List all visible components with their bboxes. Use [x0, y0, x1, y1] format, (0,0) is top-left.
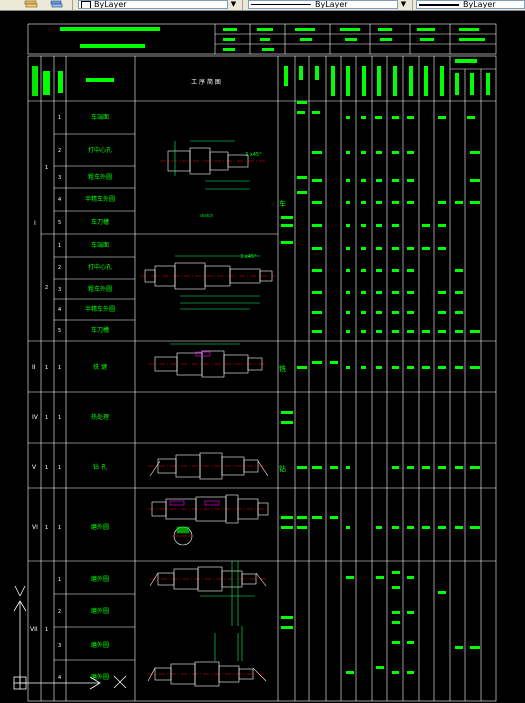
step-12-label: 热处理	[91, 413, 109, 421]
lineweight-sample-icon	[419, 3, 459, 6]
properties-toolbar: ByLayer ▼ ByLayer ▼ ByLayer	[0, 0, 525, 11]
color-swatch-icon	[81, 1, 91, 8]
group-roman-1: I	[34, 220, 36, 227]
ucs-icon	[13, 585, 127, 690]
machine-column: 车 铣 钻	[279, 101, 307, 629]
group-labels: I II IV V VI VII 1 2 1 1 1 1 1 1 2 3 4 5…	[30, 115, 61, 681]
layer-manager-icon[interactable]	[24, 0, 38, 9]
svg-text:3: 3	[58, 175, 61, 181]
step-10-label: 车刀槽	[91, 326, 109, 334]
linetype-control-value: ByLayer	[315, 0, 348, 9]
svg-text:2: 2	[58, 265, 61, 271]
sketch-shaft-7	[147, 626, 267, 687]
step-9-label: 半精车外圆	[85, 305, 115, 313]
svg-text:4: 4	[58, 197, 61, 203]
color-dropdown-icon[interactable]: ▼	[230, 0, 237, 8]
machine-mill-label: 铣	[279, 364, 286, 373]
linetype-control[interactable]: ByLayer	[248, 0, 398, 9]
svg-text:1: 1	[58, 365, 61, 371]
step-3-label: 粗车外圆	[88, 173, 112, 181]
group-roman-6: VII	[30, 626, 38, 633]
machine-drill-label: 钻	[279, 464, 286, 473]
svg-text:1: 1	[45, 627, 48, 633]
header-sketch-label: 工 序 简 图	[191, 78, 221, 86]
color-control-value: ByLayer	[94, 0, 127, 9]
svg-text:1: 1	[58, 115, 61, 121]
step-14-label: 磨外圆	[91, 523, 109, 531]
color-control[interactable]: ByLayer	[78, 0, 228, 9]
step-16-label: 磨外圆	[91, 607, 109, 615]
title-block-text	[60, 27, 485, 51]
svg-text:3 x45°: 3 x45°	[240, 254, 257, 260]
linetype-sample-icon	[251, 4, 311, 5]
svg-text:3 x45°: 3 x45°	[245, 152, 262, 158]
svg-text:1: 1	[45, 465, 48, 471]
svg-text:1: 1	[58, 243, 61, 249]
svg-text:2: 2	[58, 148, 61, 154]
process-table-grid	[27, 55, 497, 702]
step-11-label: 铣 键	[93, 363, 107, 371]
svg-text:3: 3	[58, 643, 61, 649]
svg-text:1: 1	[45, 165, 48, 171]
svg-text:1: 1	[58, 415, 61, 421]
group-roman-3: IV	[32, 414, 39, 421]
step-17-label: 磨外圆	[91, 641, 109, 649]
sketch-shaft-4	[148, 452, 269, 480]
lineweight-control[interactable]: ByLayer	[416, 0, 525, 9]
header-row: 工 序 简 图	[32, 59, 490, 96]
svg-text:4: 4	[58, 675, 61, 681]
layer-previous-icon[interactable]	[50, 0, 64, 9]
step-15-label: 磨外圆	[91, 575, 109, 583]
lineweight-control-value: ByLayer	[463, 0, 496, 9]
step-13-label: 钻 孔	[93, 463, 107, 471]
step-4-label: 半精车外圆	[85, 195, 115, 203]
data-cells	[312, 111, 480, 674]
svg-text:2: 2	[58, 609, 61, 615]
drawing-canvas[interactable]: 工 序 简 图 I II IV V VI VII 1 2 1 1 1 1 1 1	[0, 11, 525, 703]
step-6-label: 车端面	[91, 241, 109, 249]
step-2-label: 打中心孔	[88, 146, 112, 154]
svg-text:2: 2	[45, 285, 48, 291]
svg-text:1: 1	[58, 577, 61, 583]
sketch-shaft-3	[148, 343, 268, 378]
svg-text:1: 1	[58, 525, 61, 531]
group-roman-4: V	[32, 464, 37, 471]
group-roman-5: VI	[32, 524, 38, 531]
svg-text:3: 3	[58, 287, 61, 293]
sketch-shaft-2: 3 x45°	[140, 254, 275, 310]
group-roman-2: II	[32, 364, 36, 371]
sketch-shaft-1: 3 x45° sketch	[160, 140, 265, 218]
step-18-label: 磨外圆	[91, 673, 109, 681]
title-block	[27, 23, 497, 55]
step-names: 车端面 打中心孔 粗车外圆 半精车外圆 车刀槽 车端面 打中心孔 粗车外圆 半精…	[85, 113, 115, 681]
svg-text:sketch: sketch	[200, 213, 213, 218]
svg-text:5: 5	[58, 328, 61, 334]
step-1-label: 车端面	[91, 113, 109, 121]
linetype-dropdown-icon[interactable]: ▼	[400, 0, 407, 8]
sketch-shaft-6	[149, 561, 267, 626]
machine-lathe-label: 车	[279, 199, 286, 208]
step-7-label: 打中心孔	[88, 263, 112, 271]
svg-text:1: 1	[45, 525, 48, 531]
step-8-label: 粗车外圆	[88, 285, 112, 293]
sketch-shaft-5	[148, 494, 269, 546]
svg-text:1: 1	[45, 365, 48, 371]
svg-text:4: 4	[58, 307, 61, 313]
svg-text:1: 1	[58, 465, 61, 471]
svg-text:1: 1	[45, 415, 48, 421]
svg-text:5: 5	[58, 220, 61, 226]
step-5-label: 车刀槽	[91, 218, 109, 226]
